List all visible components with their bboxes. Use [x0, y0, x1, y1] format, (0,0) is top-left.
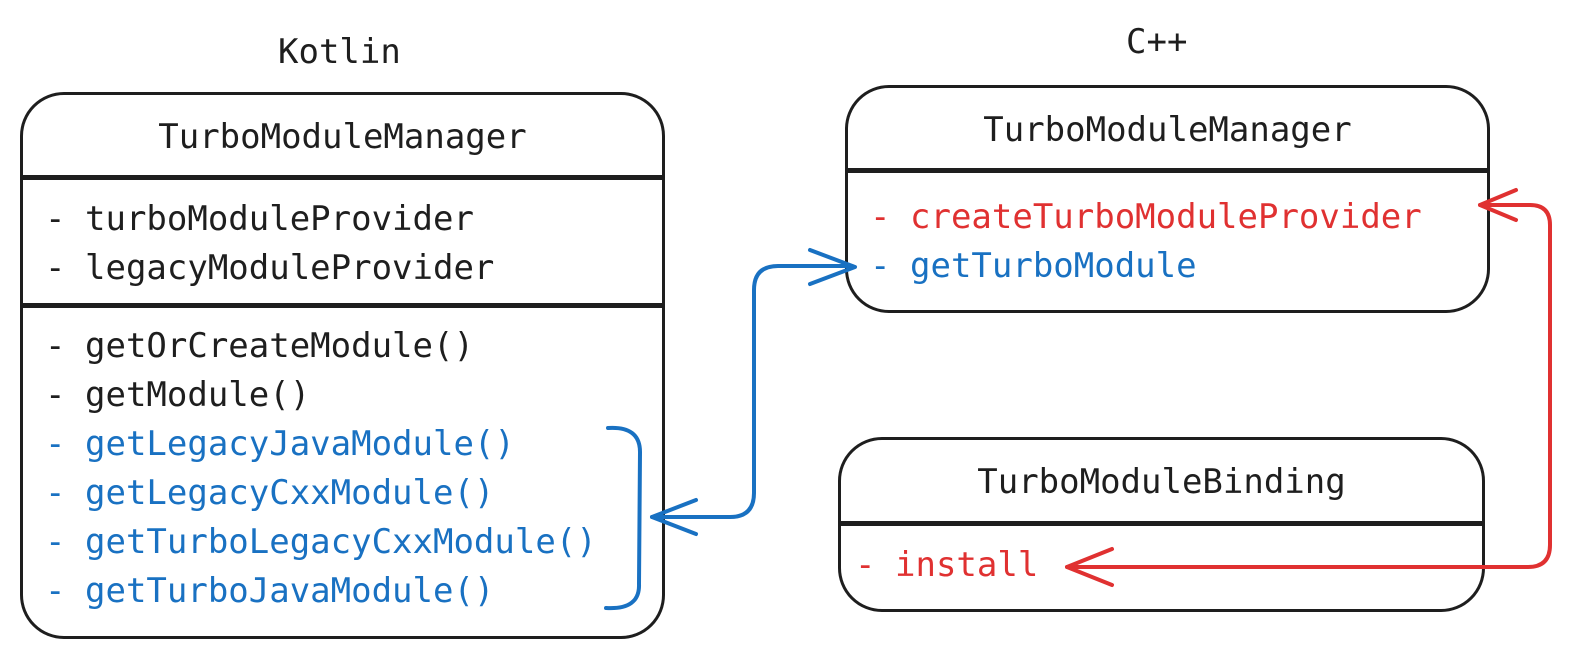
kotlin-method-5: -getTurboJavaModule() [45, 567, 597, 616]
kotlin-title-divider [21, 175, 664, 180]
kotlin-method-list: -getOrCreateModule()-getModule()-getLega… [45, 322, 597, 616]
member-name: getTurboLegacyCxxModule() [85, 522, 597, 562]
member-name: turboModuleProvider [85, 199, 474, 239]
member-dash: - [45, 424, 66, 464]
member-name: legacyModuleProvider [85, 248, 495, 288]
kotlin-class-title: TurboModuleManager [158, 117, 527, 157]
member-dash: - [870, 197, 891, 237]
red-arrowhead-bottom [1065, 547, 1114, 587]
member-dash: - [45, 248, 66, 288]
member-dash: - [45, 375, 66, 415]
kotlin-method-1: -getModule() [45, 371, 597, 420]
kotlin-method-0: -getOrCreateModule() [45, 322, 597, 371]
member-name: getLegacyCxxModule() [85, 473, 495, 513]
kotlin-method-4: -getTurboLegacyCxxModule() [45, 518, 597, 567]
member-dash: - [45, 199, 66, 239]
binding-member-list: -install [855, 541, 1038, 590]
red-connector-line [1065, 203, 1552, 569]
member-name: getTurboJavaModule() [85, 571, 495, 611]
red-arrowhead-top [1478, 188, 1518, 222]
member-dash: - [870, 246, 891, 286]
member-name: getModule() [85, 375, 311, 415]
member-name: getTurboModule [910, 246, 1197, 286]
member-name: getOrCreateModule() [85, 326, 474, 366]
blue-arrowhead-left [650, 498, 698, 536]
blue-arrowhead-right [808, 248, 857, 286]
blue-bracket [604, 425, 643, 611]
cpp-manager-class-title: TurboModuleManager [983, 110, 1352, 150]
member-dash: - [45, 571, 66, 611]
member-name: getLegacyJavaModule() [85, 424, 515, 464]
cpp-label: C++ [1126, 22, 1188, 62]
member-dash: - [45, 473, 66, 513]
cpp-manager-member-0: -createTurboModuleProvider [870, 193, 1422, 242]
binding-class-title: TurboModuleBinding [977, 462, 1346, 502]
kotlin-field-1: -legacyModuleProvider [45, 244, 494, 293]
kotlin-method-2: -getLegacyJavaModule() [45, 420, 597, 469]
cpp-turbo-module-binding-box: TurboModuleBinding -install [838, 437, 1485, 612]
kotlin-field-0: -turboModuleProvider [45, 195, 494, 244]
member-dash: - [45, 326, 66, 366]
blue-connector-line [650, 264, 854, 519]
kotlin-turbo-module-manager-box: TurboModuleManager -turboModuleProvider-… [20, 92, 665, 639]
cpp-manager-divider [846, 168, 1489, 173]
kotlin-field-list: -turboModuleProvider-legacyModuleProvide… [45, 195, 494, 293]
member-dash: - [855, 545, 876, 585]
member-dash: - [45, 522, 66, 562]
cpp-turbo-module-manager-box: TurboModuleManager -createTurboModulePro… [845, 85, 1490, 313]
kotlin-fields-divider [21, 303, 664, 308]
binding-member-0: -install [855, 541, 1038, 590]
kotlin-method-3: -getLegacyCxxModule() [45, 469, 597, 518]
binding-divider [839, 521, 1484, 526]
kotlin-label: Kotlin [278, 32, 401, 72]
cpp-manager-member-list: -createTurboModuleProvider-getTurboModul… [870, 193, 1422, 291]
member-name: install [895, 545, 1039, 585]
cpp-manager-member-1: -getTurboModule [870, 242, 1422, 291]
member-name: createTurboModuleProvider [910, 197, 1422, 237]
